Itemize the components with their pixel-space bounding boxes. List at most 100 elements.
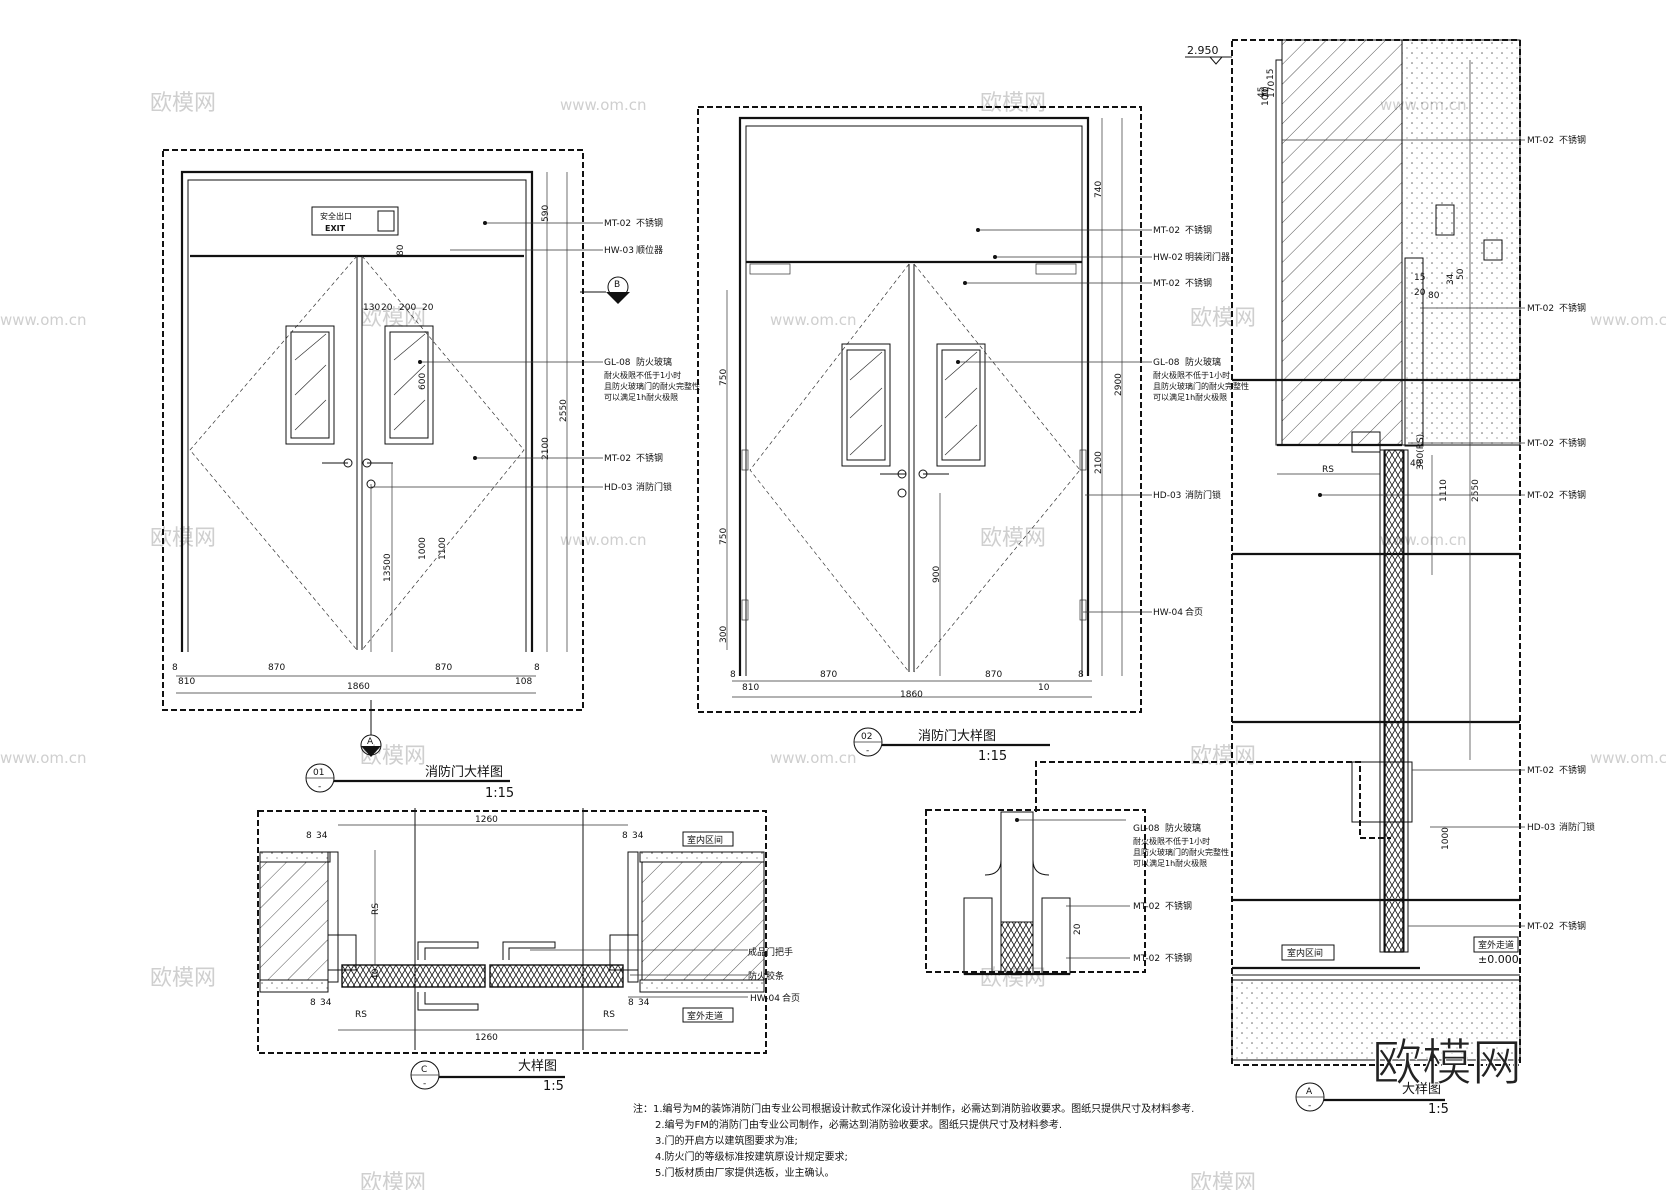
svg-text:不锈钢: 不锈钢: [1559, 920, 1586, 932]
svg-text:防火玻璃: 防火玻璃: [1165, 822, 1201, 834]
note-1: 注：1.编号为M的装饰消防门由专业公司根据设计款式作深化设计并制作，必需达到消防…: [633, 1102, 1194, 1115]
svg-text:20: 20: [1073, 923, 1083, 935]
svg-text:耐火极限不低于1小时: 耐火极限不低于1小时: [1133, 836, 1210, 846]
svg-text:1100: 1100: [438, 537, 448, 560]
zone-outer-label: 室外走道: [687, 1010, 723, 1022]
watermark-url: www.om.cn: [770, 749, 857, 767]
svg-text:1860: 1860: [347, 682, 370, 692]
svg-text:1000: 1000: [418, 537, 428, 560]
svg-text:GL-08: GL-08: [1153, 358, 1180, 368]
svg-text:870: 870: [985, 670, 1002, 680]
svg-text:且防火玻璃门的耐火完整性: 且防火玻璃门的耐火完整性: [604, 381, 700, 391]
glass-right: [936, 343, 986, 467]
svg-text:MT-02: MT-02: [1133, 902, 1160, 912]
drawing-a-title: A - 大样图 1:5: [1295, 1082, 1449, 1117]
drawing-01: 安全出口 EXIT 8 810 870 870 108 8 1860 130 2…: [162, 149, 700, 801]
svg-text:130: 130: [363, 303, 380, 313]
svg-text:不锈钢: 不锈钢: [1559, 764, 1586, 776]
svg-text:870: 870: [268, 663, 285, 673]
svg-text:1000: 1000: [1441, 827, 1451, 850]
watermark-text: 欧模网: [1190, 306, 1256, 331]
svg-text:不锈钢: 不锈钢: [1559, 437, 1586, 449]
svg-text:34: 34: [316, 831, 328, 841]
svg-text:870: 870: [820, 670, 837, 680]
svg-text:不锈钢: 不锈钢: [1185, 224, 1212, 236]
drawing-glass-detail: GL-08 防火玻璃 耐火极限不低于1小时 且防火玻璃门的耐火完整性 可以满足1…: [925, 761, 1391, 976]
watermark-url: www.om.cn: [560, 96, 647, 114]
glass-right: [384, 325, 434, 445]
drawing-a-scale: 1:5: [1428, 1102, 1449, 1117]
note-2: 2.编号为FM的消防门由专业公司制作，必需达到消防验收要求。图纸只提供尺寸及材料…: [655, 1118, 1062, 1131]
svg-text:合页: 合页: [782, 992, 800, 1004]
svg-text:MT-02: MT-02: [1527, 922, 1554, 932]
door-frame-outer: [738, 116, 1090, 676]
glass-left: [285, 325, 335, 445]
drawing-02-title-text: 消防门大样图: [918, 728, 996, 744]
svg-text:1110: 1110: [1439, 479, 1449, 502]
svg-text:15: 15: [1414, 273, 1425, 283]
svg-text:HD-03: HD-03: [1153, 491, 1181, 501]
watermark-text: 欧模网: [980, 91, 1046, 116]
svg-text:MT-02: MT-02: [1153, 279, 1180, 289]
svg-text:不锈钢: 不锈钢: [636, 452, 663, 464]
svg-text:170: 170: [1267, 81, 1277, 98]
drawing-02-callouts: MT-02 不锈钢 HW-02 明装闭门器 MT-02 不锈钢 GL-08 防火…: [956, 224, 1249, 618]
svg-text:40: 40: [1410, 459, 1422, 469]
svg-text:A: A: [367, 737, 374, 747]
svg-text:50: 50: [1456, 268, 1466, 280]
svg-text:RS: RS: [371, 903, 381, 915]
svg-text:不锈钢: 不锈钢: [1559, 134, 1586, 146]
svg-text:消防门锁: 消防门锁: [636, 481, 672, 493]
svg-text:不锈钢: 不锈钢: [1165, 952, 1192, 964]
svg-text:10: 10: [1038, 683, 1050, 693]
svg-text:GL-08: GL-08: [604, 358, 631, 368]
drawing-01-callouts: MT-02 不锈钢 HW-03 顺位器 GL-08 防火玻璃 耐火极限不低于1小…: [371, 217, 700, 493]
leaf-right-core: [489, 964, 624, 988]
drawing-a-callouts: MT-02 不锈钢 MT-02 不锈钢 MT-02 不锈钢 MT-02 不锈钢 …: [1282, 134, 1595, 932]
svg-text:MT-02: MT-02: [1527, 491, 1554, 501]
svg-text:HW-03: HW-03: [604, 246, 634, 256]
svg-text:MT-02: MT-02: [1527, 136, 1554, 146]
svg-text:8: 8: [534, 663, 540, 673]
svg-text:可以满足1h耐火极限: 可以满足1h耐火极限: [1153, 392, 1227, 402]
brand-logo: 欧模网: [1372, 1034, 1522, 1092]
svg-text:HW-02: HW-02: [1153, 253, 1183, 263]
svg-text:740: 740: [1094, 181, 1104, 198]
watermark-url: www.om.cn: [0, 311, 87, 329]
svg-text:HW-04: HW-04: [1153, 608, 1183, 618]
svg-text:1260: 1260: [475, 1033, 498, 1043]
svg-text:且防火玻璃门的耐火完整性: 且防火玻璃门的耐火完整性: [1133, 847, 1229, 857]
svg-text:2100: 2100: [541, 437, 551, 460]
svg-text:1860: 1860: [900, 690, 923, 700]
svg-text:45: 45: [1257, 87, 1267, 98]
svg-text:不锈钢: 不锈钢: [1185, 277, 1212, 289]
svg-text:20: 20: [381, 303, 393, 313]
svg-text:2900: 2900: [1114, 373, 1124, 396]
watermark-url: www.om.cn: [0, 749, 87, 767]
svg-text:810: 810: [178, 677, 195, 687]
svg-text:不锈钢: 不锈钢: [1165, 900, 1192, 912]
drawing-c-title: C - 大样图 1:5: [410, 1059, 565, 1094]
svg-text:RS: RS: [603, 1010, 615, 1020]
svg-text:且防火玻璃门的耐火完整性: 且防火玻璃门的耐火完整性: [1153, 381, 1249, 391]
svg-text:34: 34: [638, 998, 650, 1008]
svg-text:15: 15: [1266, 69, 1276, 80]
svg-text:MT-02: MT-02: [1527, 439, 1554, 449]
exit-sign: [311, 206, 399, 236]
svg-text:01: 01: [313, 768, 324, 778]
svg-text:合页: 合页: [1185, 606, 1203, 618]
svg-text:8: 8: [306, 831, 312, 841]
svg-text:顺位器: 顺位器: [636, 244, 663, 256]
svg-text:2550: 2550: [1471, 479, 1481, 502]
svg-text:10: 10: [1261, 86, 1271, 98]
level-top: 2.950: [1187, 44, 1219, 57]
general-notes: 注：1.编号为M的装饰消防门由专业公司根据设计款式作深化设计并制作，必需达到消防…: [633, 1102, 1194, 1179]
drawing-c: 1260 1260 8 34 8 34 8 34 8 34 RS RS RS 4…: [257, 808, 800, 1094]
svg-text:MT-02: MT-02: [604, 454, 631, 464]
svg-text:不锈钢: 不锈钢: [636, 217, 663, 229]
watermark-text: 欧模网: [150, 966, 216, 991]
watermark-text: 欧模网: [150, 91, 216, 116]
svg-text:MT-02: MT-02: [1153, 226, 1180, 236]
drawing-c-scale: 1:5: [543, 1079, 564, 1094]
